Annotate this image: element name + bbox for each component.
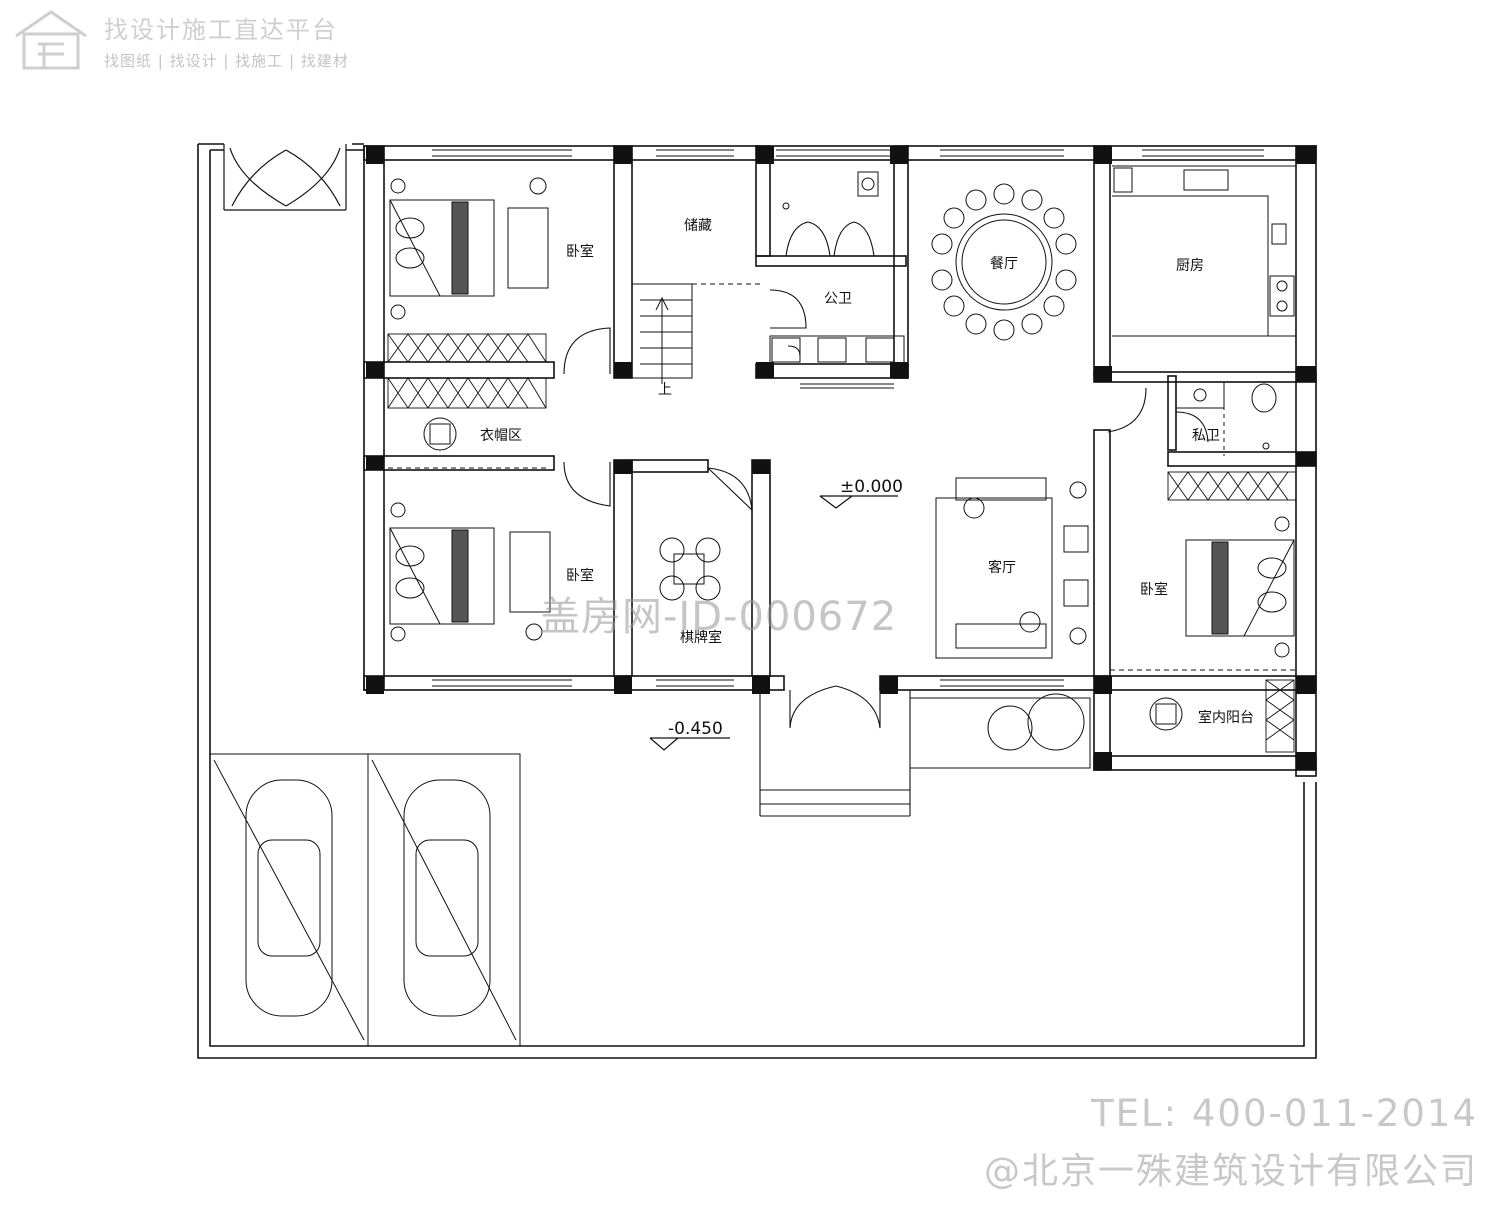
dining-table: [931, 183, 1077, 341]
label-kitchen: 厨房: [1176, 258, 1204, 274]
label-public-wc: 公卫: [824, 291, 852, 307]
living-sofa-set: [935, 477, 1089, 659]
doors: [563, 221, 1209, 817]
contact-copyright: @北京一殊建筑设计有限公司: [983, 1151, 1478, 1192]
label-dining: 餐厅: [990, 256, 1018, 272]
kitchen-counter: [1112, 165, 1297, 337]
car-right: [403, 779, 491, 1017]
level-marker-yard: [649, 737, 730, 751]
room-labels: 卧室 储藏 公卫 餐厅 厨房 衣帽区 私卫 卧室 棋牌室 客厅 卧室 室内阳台 …: [480, 218, 1254, 739]
label-cloakroom: 衣帽区: [480, 428, 522, 444]
bed-nw: [389, 177, 549, 320]
label-private-wc: 私卫: [1192, 428, 1220, 444]
label-bedroom-nw: 卧室: [566, 243, 594, 260]
staircase: [631, 283, 760, 384]
bed-w: [389, 502, 551, 642]
site-boundary: [197, 143, 1317, 1059]
house-logo-icon: [15, 10, 87, 70]
balcony-chair: [1110, 669, 1296, 731]
watermark: 盖房网-ID-000672: [540, 594, 898, 640]
brand-subtitle: 找图纸 | 找设计 | 找施工 | 找建材: [104, 52, 349, 70]
public-wc-fixtures: [769, 171, 905, 389]
label-bedroom-w: 卧室: [566, 567, 594, 584]
label-indoor-balcony: 室内阳台: [1198, 709, 1254, 726]
level-marker-ground: [819, 495, 898, 509]
contact-tel: TEL: 400-011-2014: [1091, 1092, 1478, 1135]
yard-gate: [223, 144, 347, 211]
structural-columns: [366, 146, 1316, 770]
carport: [209, 753, 521, 1047]
north-windows: [432, 149, 1264, 687]
chess-table: [659, 537, 721, 601]
bed-e: [1185, 516, 1295, 658]
house-outer-walls: [363, 145, 1317, 777]
label-living: 客厅: [988, 559, 1016, 576]
label-storage: 储藏: [684, 218, 712, 234]
label-bedroom-e: 卧室: [1140, 581, 1168, 598]
car-left: [245, 779, 333, 1017]
level-yard-text: -0.450: [668, 719, 723, 739]
wardrobes: [387, 333, 1297, 753]
label-chess-room: 棋牌室: [680, 629, 722, 646]
level-ground-text: ±0.000: [840, 477, 903, 497]
label-stair-up: 上: [658, 382, 672, 398]
private-wc-fixtures: [1175, 381, 1277, 456]
front-planter: [909, 693, 1091, 769]
brand-title: 找设计施工直达平台: [104, 16, 338, 44]
cloakroom-chair: [388, 417, 548, 469]
